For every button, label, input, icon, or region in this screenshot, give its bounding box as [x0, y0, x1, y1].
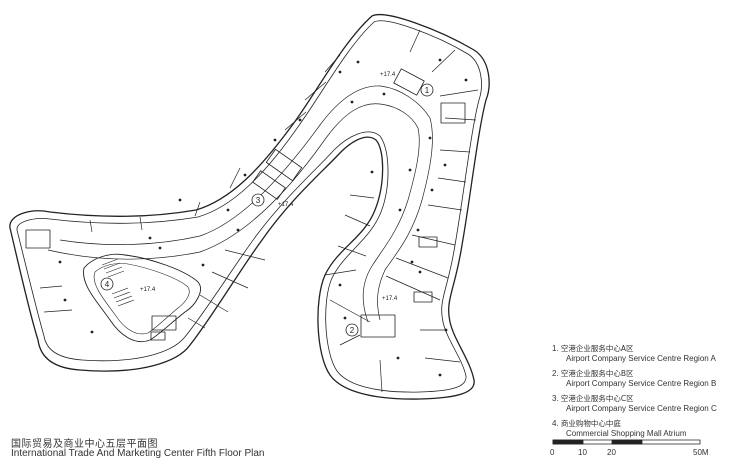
region-marker-3-label: 3: [256, 196, 261, 205]
building-outline-inner: [16, 20, 482, 393]
region-marker-1-label: 1: [425, 86, 430, 95]
elevation-label-atrium: +17.4: [140, 287, 156, 293]
scale-bar: [552, 439, 701, 445]
legend-item: 3. 空港企业服务中心C区 Airport Company Service Ce…: [552, 394, 747, 414]
stair-hatches: [101, 258, 135, 307]
legend-number: 1.: [552, 344, 559, 353]
legend-label-en: Airport Company Service Centre Region A: [566, 354, 716, 363]
region-marker-1: 1: [420, 83, 434, 97]
legend-number: 3.: [552, 394, 559, 403]
region-marker-4: 4: [100, 277, 114, 291]
corridor-line-2: [47, 103, 420, 323]
elevation-label-c: +17.4: [278, 202, 294, 208]
elevation-label-a: +17.4: [380, 72, 396, 78]
drawing-title-cn: 国际贸易及商业中心五层平面图: [11, 439, 158, 450]
region-marker-2: 2: [345, 323, 359, 337]
legend-number: 2.: [552, 369, 559, 378]
region-marker-3: 3: [251, 193, 265, 207]
scale-tick-10: 10: [578, 448, 587, 457]
drawing-title-en: International Trade And Marketing Center…: [11, 448, 265, 459]
region-marker-4-label: 4: [105, 280, 110, 289]
atrium-void: [83, 253, 201, 342]
corridor-line: [59, 85, 433, 321]
region-marker-2-label: 2: [350, 326, 355, 335]
core-blocks: [25, 68, 466, 341]
scale-tick-50m: 50M: [693, 448, 709, 457]
legend-label-en: Airport Company Service Centre Region B: [566, 379, 717, 388]
legend-number: 4.: [552, 419, 559, 428]
region-markers: 1 2 3 4: [100, 83, 434, 337]
scale-tick-0: 0: [550, 448, 555, 457]
elevation-labels: +17.4 +17.4 +17.4 +17.4: [140, 72, 398, 302]
legend-label-en: Airport Company Service Centre Region C: [566, 404, 717, 413]
building-outline: [9, 14, 490, 400]
legend-label-cn: 空港企业服务中心B区: [560, 369, 634, 378]
legend-label-cn: 商业购物中心中庭: [560, 419, 621, 428]
legend-label-cn: 空港企业服务中心C区: [560, 394, 634, 403]
legend-item: 1. 空港企业服务中心A区 Airport Company Service Ce…: [552, 344, 747, 364]
scale-tick-20: 20: [607, 448, 616, 457]
legend-item: 4. 商业购物中心中庭 Commercial Shopping Mall Atr…: [552, 419, 747, 439]
elevation-label-b: +17.4: [382, 296, 398, 302]
atrium-void-inner: [93, 263, 190, 335]
legend-label-cn: 空港企业服务中心A区: [560, 344, 634, 353]
room-partitions: [39, 29, 479, 393]
structural-columns: [58, 58, 468, 377]
legend-item: 2. 空港企业服务中心B区 Airport Company Service Ce…: [552, 369, 747, 389]
legend: 1. 空港企业服务中心A区 Airport Company Service Ce…: [552, 344, 747, 444]
legend-label-en: Commercial Shopping Mall Atrium: [566, 429, 687, 438]
